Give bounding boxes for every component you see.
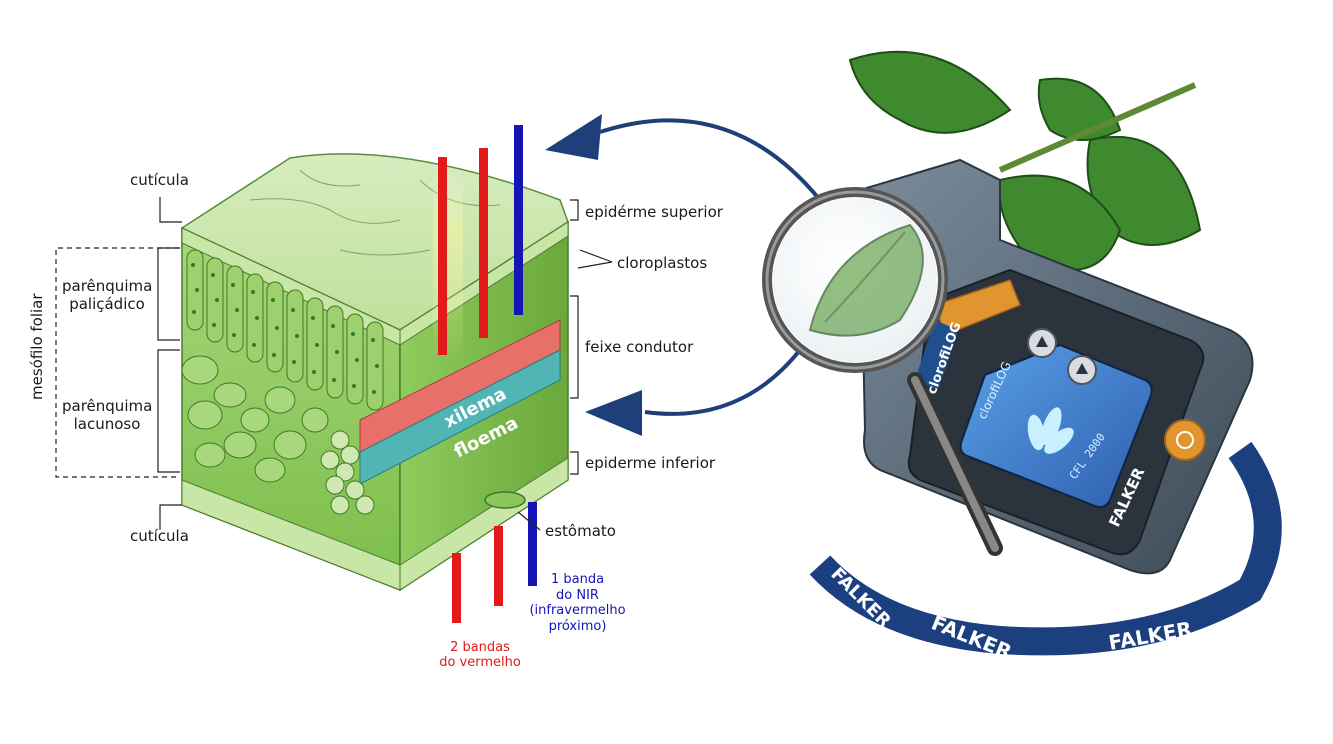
red-band-1-bottom bbox=[452, 553, 461, 623]
orange-button-group bbox=[934, 279, 1206, 461]
nir-band-label-3: (infravermelho bbox=[529, 603, 626, 618]
bracket-lines bbox=[55, 197, 613, 531]
cuticula-bottom-label: cutícula bbox=[130, 527, 189, 545]
power-icon bbox=[1176, 431, 1194, 449]
lanyard-strap bbox=[809, 441, 1282, 656]
red-band-1-top bbox=[438, 157, 447, 355]
nir-band-label-2: do NIR bbox=[556, 588, 599, 603]
red-band-label-2: do vermelho bbox=[439, 655, 521, 670]
falker-logo-icon bbox=[1027, 407, 1074, 454]
nir-band-bottom bbox=[528, 502, 537, 586]
red-band-2-top bbox=[479, 148, 488, 338]
arrow-head-bottom bbox=[585, 390, 642, 436]
cuticula-top-label: cutícula bbox=[130, 171, 189, 189]
parenquima-palicadico-label-1: parênquima bbox=[62, 277, 153, 295]
leaf-top-surface bbox=[181, 153, 569, 331]
arrow-to-leaf-top bbox=[599, 118, 822, 202]
phloem-bar bbox=[359, 349, 561, 485]
nir-band-label-4: próximo) bbox=[548, 619, 607, 634]
epiderme-superior-label: epidérme superior bbox=[585, 203, 723, 221]
magnifier-icon bbox=[762, 187, 1003, 556]
feixe-condutor-label: feixe condutor bbox=[585, 338, 694, 356]
cloroplastos-label: cloroplastos bbox=[617, 254, 708, 272]
light-bands bbox=[433, 125, 537, 623]
parenquima-palicadico-label-2: paliçádico bbox=[69, 295, 145, 313]
nir-band-top bbox=[514, 125, 523, 315]
parenquima-lacunoso-label-2: lacunoso bbox=[73, 415, 141, 433]
nir-band-label-1: 1 banda bbox=[550, 572, 605, 587]
mesofilo-foliar-label: mesófilo foliar bbox=[28, 293, 46, 400]
arrow-to-leaf-bottom bbox=[644, 348, 802, 416]
power-button bbox=[1164, 419, 1206, 461]
model-strip bbox=[915, 320, 958, 390]
chloroplast-dots bbox=[191, 263, 379, 394]
stoma bbox=[484, 491, 526, 509]
chlorophyll-meter-illustration: FALKER FALKER FALKER clorofiLOG CFL 2000… bbox=[762, 50, 1282, 664]
epiderme-inferior-label: epiderme inferior bbox=[585, 454, 716, 472]
arrow-head-top bbox=[545, 114, 602, 160]
strap-brand-2: FALKER bbox=[928, 610, 1015, 664]
parenquima-lacunoso-label-1: parênquima bbox=[62, 397, 153, 415]
estomato-label: estômato bbox=[545, 522, 616, 540]
red-band-2-bottom bbox=[494, 526, 503, 606]
leaf-top-veins bbox=[249, 169, 501, 256]
leaf-cross-section: xilema floema bbox=[181, 153, 569, 592]
red-band-label-1: 2 bandas bbox=[450, 640, 510, 655]
spongy-cells bbox=[181, 355, 329, 483]
